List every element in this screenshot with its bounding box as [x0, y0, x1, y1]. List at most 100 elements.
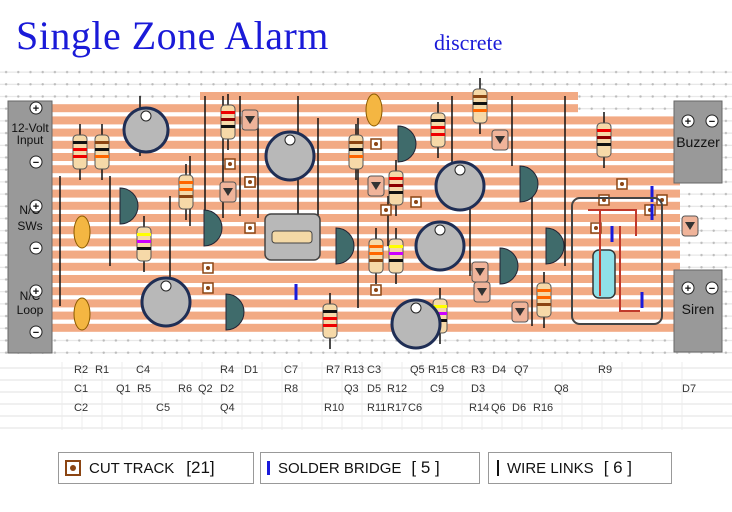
resistor-band — [73, 148, 87, 151]
terminal-label: Input — [17, 133, 44, 147]
resistor-band — [389, 245, 403, 248]
resistor-body — [178, 174, 194, 210]
copper-strip — [20, 226, 680, 235]
trimmer-potentiometer — [264, 213, 321, 261]
component-label: C3 — [367, 364, 382, 376]
terminal-label: SWs — [17, 219, 42, 233]
component-label: C5 — [156, 402, 171, 414]
electrolytic-capacitor — [414, 220, 466, 272]
cut-track-dot — [374, 142, 378, 146]
resistor-body — [368, 238, 384, 274]
component-label: R13 — [344, 364, 365, 376]
resistor-band — [95, 155, 109, 158]
resistor-body — [388, 170, 404, 206]
component-label: D3 — [471, 383, 486, 395]
resistor-band — [221, 111, 235, 114]
electrolytic-capacitor — [390, 298, 442, 350]
transistor-body — [225, 293, 245, 331]
component-label: C1 — [74, 383, 89, 395]
page-subtitle: discrete — [434, 30, 503, 55]
terminal-screw-sign: − — [33, 243, 39, 255]
component-label: R7 — [326, 364, 341, 376]
relay — [571, 197, 663, 325]
resistor-band — [137, 247, 151, 250]
terminal-screw-minus — [29, 241, 43, 255]
copper-strip — [20, 128, 680, 137]
transistor-body — [119, 187, 139, 225]
resistor-band — [323, 310, 337, 313]
diode-symbol — [245, 116, 255, 124]
transistor-body — [545, 227, 565, 265]
buzzer-label: Buzzer — [676, 134, 720, 150]
resistor-body — [388, 238, 404, 274]
transistor-body — [519, 165, 539, 203]
resistor-band — [433, 305, 447, 308]
resistor-band — [323, 324, 337, 327]
resistor-band — [323, 317, 337, 320]
component-label: C6 — [408, 402, 423, 414]
copper-strip — [20, 311, 680, 320]
resistor-band — [137, 240, 151, 243]
legend-cut-track: CUT TRACK [21] — [58, 452, 254, 484]
terminal-screw-plus — [681, 114, 695, 128]
component-label: R6 — [178, 383, 193, 395]
resistor-band — [433, 312, 447, 315]
terminal-buzzer — [673, 100, 723, 184]
component-label: R11 — [367, 402, 387, 414]
copper-strip — [20, 299, 680, 308]
component-label: R15 — [428, 364, 449, 376]
solder-bridge — [650, 186, 654, 202]
resistor-band — [179, 188, 193, 191]
electrolytic-capacitor — [122, 106, 170, 154]
diode-symbol — [477, 288, 487, 296]
resistor-band — [137, 233, 151, 236]
capacitor-plus-mark — [410, 302, 422, 314]
terminal-screw-minus — [29, 325, 43, 339]
copper-strip — [20, 177, 680, 186]
terminal-label: Loop — [17, 303, 44, 317]
resistor-band — [537, 303, 551, 306]
terminal-label: 12-Volt — [11, 121, 49, 135]
terminal-blocks: 12-VoltInputN/OSWsN/CLoopBuzzerSiren+−+−… — [7, 100, 723, 354]
resistor-band — [221, 125, 235, 128]
component-label: D5 — [367, 383, 382, 395]
ceramic-capacitor — [73, 297, 91, 331]
terminal-screw-sign: − — [33, 157, 39, 169]
copper-strip — [20, 275, 680, 283]
resistor-band — [369, 245, 383, 248]
copper-strip — [20, 214, 680, 222]
capacitor-plus-mark — [140, 110, 152, 122]
cut-track-dot — [248, 226, 252, 230]
resistor-band — [389, 177, 403, 180]
resistor-band — [349, 148, 363, 151]
resistor-body — [220, 104, 236, 140]
transistor-body — [335, 227, 355, 265]
diode-symbol — [495, 136, 505, 144]
resistor-body — [596, 122, 612, 158]
capacitors — [73, 93, 486, 350]
cut-track-dot — [206, 286, 210, 290]
solder-bridge — [640, 292, 644, 308]
terminal-screw-sign: + — [33, 201, 39, 213]
copper-strip — [20, 116, 680, 125]
cut-track-dot — [620, 182, 624, 186]
component-label: D1 — [244, 364, 259, 376]
copper-strip — [200, 92, 578, 100]
copper-strip — [20, 189, 680, 198]
terminal-screw-sign: − — [709, 116, 715, 128]
cut-track-dot — [248, 180, 252, 184]
component-label: Q2 — [198, 383, 213, 395]
cut-track-dot — [594, 226, 598, 230]
resistor-body — [348, 134, 364, 170]
terminal-screw-sign: + — [685, 116, 691, 128]
terminal-screw-sign: − — [33, 327, 39, 339]
label-grid — [0, 362, 732, 430]
transistor-body — [203, 209, 223, 247]
resistor-band — [597, 129, 611, 132]
component-label: C4 — [136, 364, 151, 376]
component-label: R1 — [95, 364, 110, 376]
legend-wire-links-label: WIRE LINKS — [507, 459, 594, 477]
terminal-screw-plus — [681, 281, 695, 295]
cut-tracks — [202, 138, 668, 296]
cut-track-dot — [384, 208, 388, 212]
